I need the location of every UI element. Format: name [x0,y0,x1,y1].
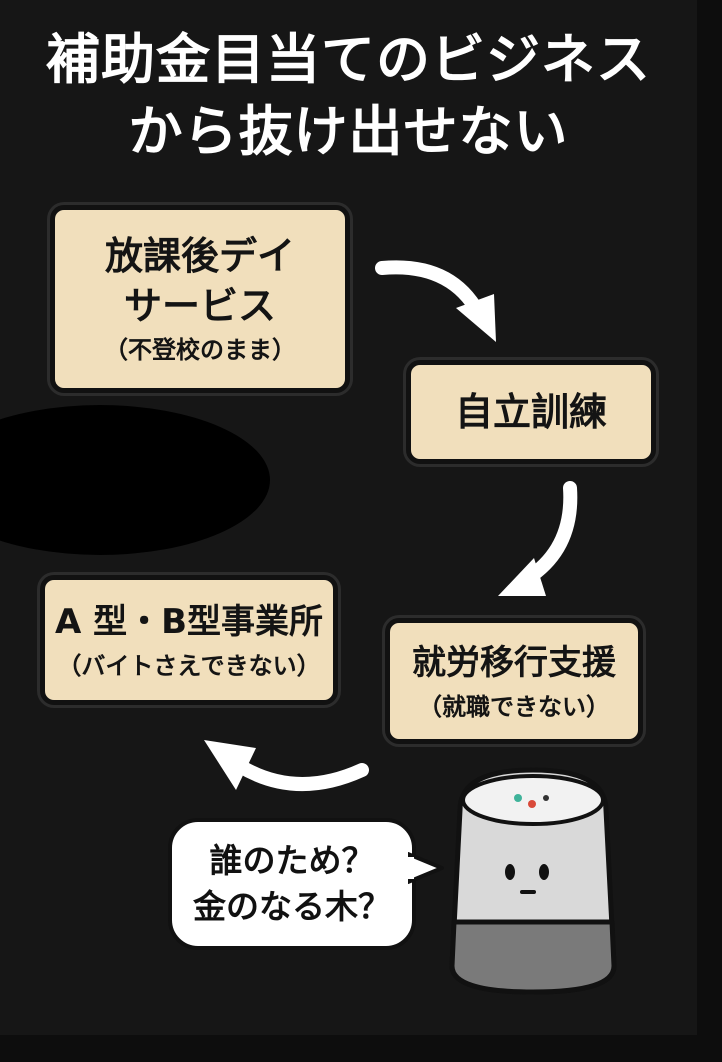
ab-note: （バイトさえできない） [57,652,321,680]
smart-speaker-icon [449,767,617,995]
afterschool-note: （不登校のまま） [104,336,296,364]
bubble-line-2: 金のなる木？ [193,887,391,926]
shuro-note: （就職できない） [418,693,610,721]
curved-arrow-icon [498,481,578,596]
curved-arrow-icon [204,740,369,791]
redaction-blob [0,405,270,555]
jiritsu-label: 自立訓練 [454,390,607,434]
shuro-label: 就労移行支援 [412,643,616,683]
afterschool-day-service-box: 放課後デイ サービス （不登校のまま） [50,205,350,393]
diagram-canvas: 補助金目当てのビジネス から抜け出せない 放課後デイ サービス （不登校のまま）… [0,28,656,995]
title-line-2: から抜け出せない [128,100,569,163]
bubble-line-1: 誰のため？ [209,841,375,880]
type-ab-office-box: A 型・B型事業所 （バイトさえできない） [40,575,338,705]
ab-label: A 型・B型事業所 [54,602,324,642]
title-line-1: 補助金目当てのビジネス [46,28,651,91]
curved-arrow-icon [375,260,496,342]
speech-bubble: 誰のため？ 金のなる木？ [168,818,416,950]
independence-training-box: 自立訓練 [406,360,656,464]
employment-transition-support-box: 就労移行支援 （就職できない） [385,618,643,744]
afterschool-label-line-1: 放課後デイ [104,234,295,278]
speech-bubble-tail-icon [408,852,444,884]
afterschool-label-line-2: サービス [123,284,276,328]
